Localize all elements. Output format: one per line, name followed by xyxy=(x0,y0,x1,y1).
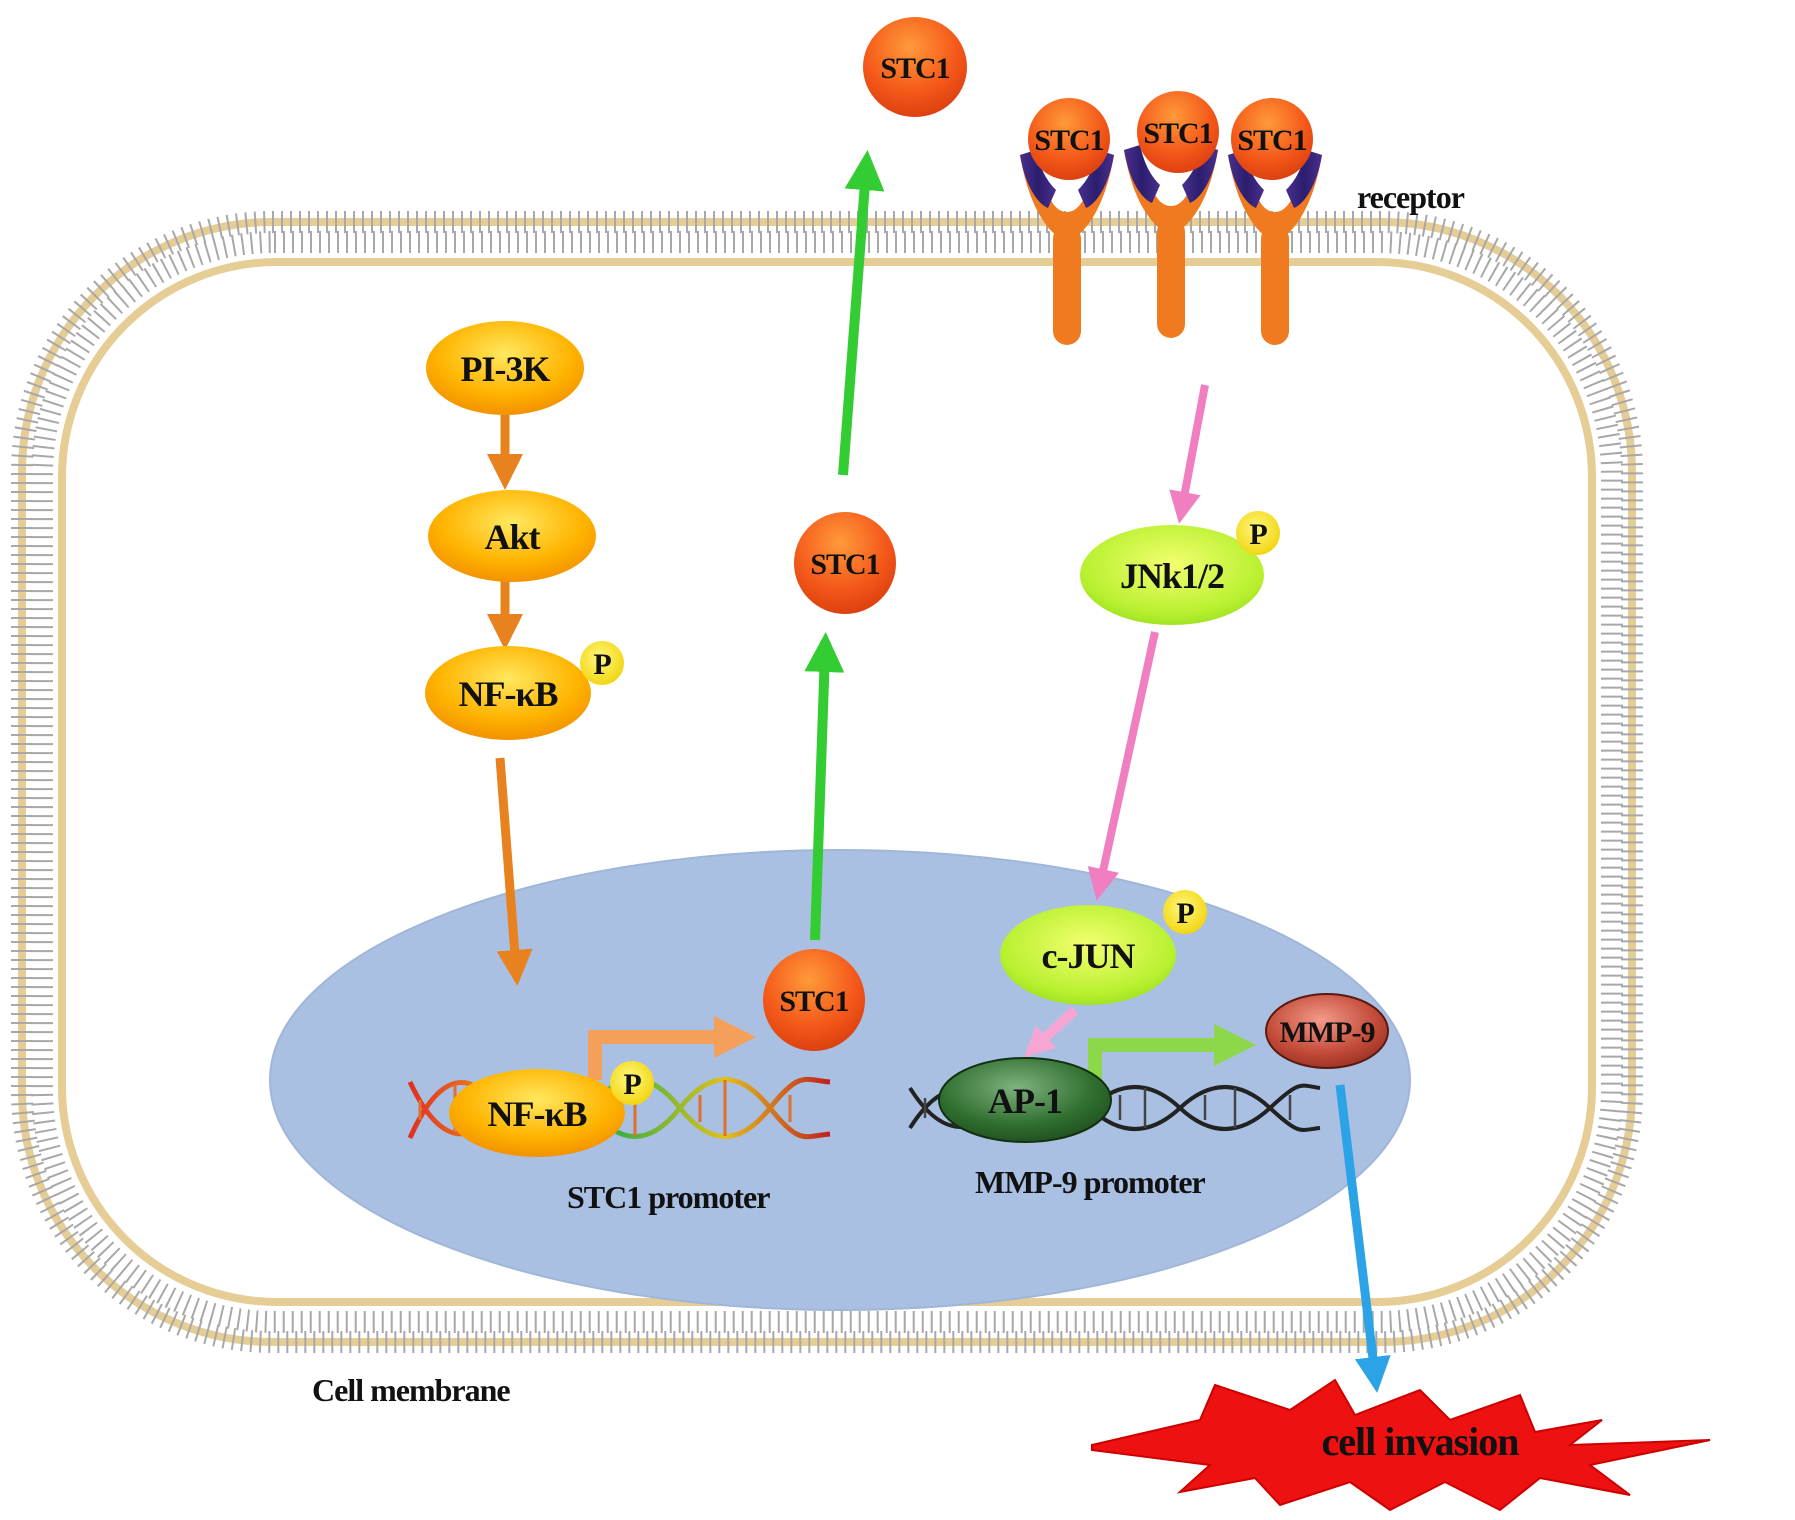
svg-text:STC1: STC1 xyxy=(1034,124,1103,157)
arrow-jnk-to-cjun xyxy=(1087,631,1159,901)
svg-text:P: P xyxy=(1249,518,1267,551)
ap1-node: AP-1 xyxy=(938,1057,1112,1143)
arrow-mmp9-promoter-transcription xyxy=(1088,1024,1256,1082)
svg-text:AP-1: AP-1 xyxy=(988,1081,1062,1121)
arrow-cjun-to-ap1 xyxy=(1023,1006,1079,1058)
svg-text:NF-κB: NF-κB xyxy=(459,674,559,714)
svg-text:STC1: STC1 xyxy=(880,52,949,85)
arrows xyxy=(487,150,1391,1393)
svg-text:Akt: Akt xyxy=(484,517,540,557)
receptor-1 xyxy=(1020,150,1114,345)
arrow-stc1-promoter-transcription xyxy=(588,1016,756,1080)
label-receptor: receptor xyxy=(1357,179,1465,215)
label-cell-invasion: cell invasion xyxy=(1321,1419,1519,1464)
stc1-nucleus: STC1 xyxy=(763,949,865,1051)
mmp9-node: MMP-9 xyxy=(1265,993,1389,1069)
svg-text:P: P xyxy=(623,1068,641,1101)
receptor-3 xyxy=(1228,150,1322,345)
arrow-stc1-nucleus-to-cyto xyxy=(804,632,845,941)
akt-node: Akt xyxy=(428,490,596,582)
svg-text:STC1: STC1 xyxy=(1237,124,1306,157)
svg-text:P: P xyxy=(593,648,611,681)
stc1-receptor-bound-1: STC1 xyxy=(1028,98,1110,180)
receptor-2 xyxy=(1124,145,1218,338)
stc1-receptor-bound-2: STC1 xyxy=(1137,91,1219,173)
stc1-cytoplasm: STC1 xyxy=(794,512,896,614)
arrow-stc1-cyto-to-secreted xyxy=(838,150,885,476)
label-cell-membrane: Cell membrane xyxy=(312,1372,510,1408)
svg-text:c-JUN: c-JUN xyxy=(1042,936,1136,976)
label-mmp9-promoter: MMP-9 promoter xyxy=(975,1164,1206,1200)
svg-text:JNk1/2: JNk1/2 xyxy=(1120,556,1224,596)
arrow-receptor-to-jnk xyxy=(1169,384,1209,524)
cell-invasion-burst: cell invasion xyxy=(1091,1378,1711,1512)
cjun-node: c-JUN P xyxy=(1000,890,1207,1005)
stc1-secreted: STC1 xyxy=(863,17,967,117)
label-stc1-promoter: STC1 promoter xyxy=(567,1179,770,1215)
nfkb-cytoplasm-node: NF-κB P xyxy=(425,641,624,740)
svg-text:P: P xyxy=(1176,897,1194,930)
svg-text:STC1: STC1 xyxy=(1143,117,1212,150)
svg-text:NF-κB: NF-κB xyxy=(488,1094,588,1134)
arrow-mmp9-to-cell-invasion xyxy=(1335,1084,1391,1393)
jnk-node: JNk1/2 P xyxy=(1080,511,1280,625)
stc1-receptor-bound-3: STC1 xyxy=(1231,98,1313,180)
svg-text:MMP-9: MMP-9 xyxy=(1280,1016,1375,1049)
receptors xyxy=(1020,145,1322,345)
arrow-nfkb-to-nucleus xyxy=(495,757,533,986)
svg-text:PI-3K: PI-3K xyxy=(461,349,551,389)
svg-text:STC1: STC1 xyxy=(779,985,848,1018)
svg-text:STC1: STC1 xyxy=(810,548,879,581)
nfkb-nucleus-node: NF-κB P xyxy=(449,1061,654,1157)
nucleus xyxy=(269,849,1411,1311)
pi3k-node: PI-3K xyxy=(426,321,584,415)
